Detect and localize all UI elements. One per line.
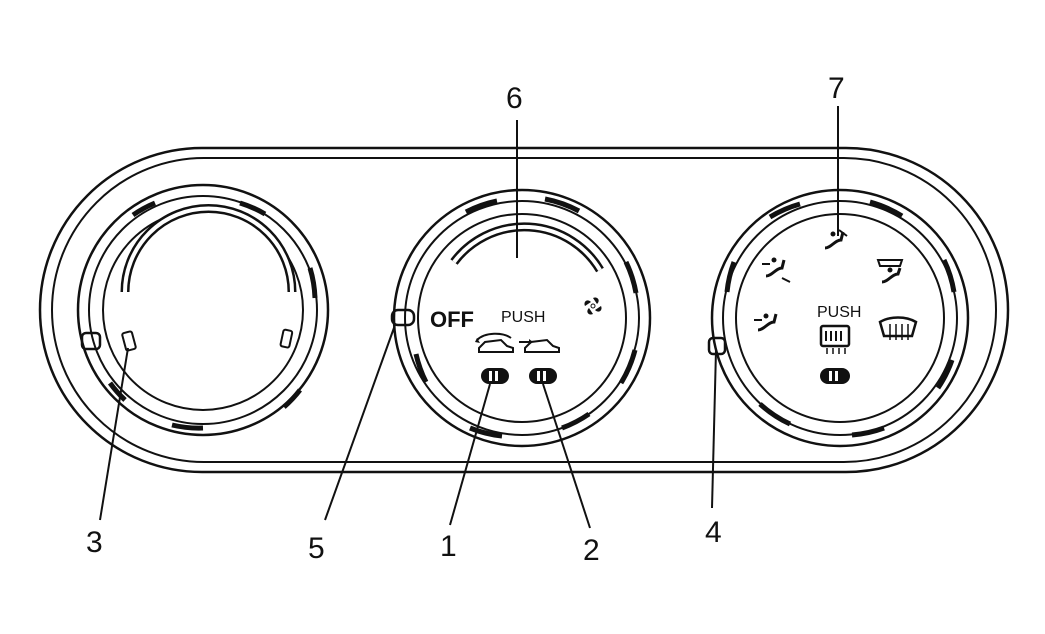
left-knob-pointer xyxy=(80,331,102,351)
fresh-air-icon xyxy=(519,338,560,353)
callout-4: 4 xyxy=(705,516,722,549)
center-knob: OFF PUSH xyxy=(390,188,652,448)
right-push-label: PUSH xyxy=(817,304,861,321)
center-push-label: PUSH xyxy=(501,309,545,326)
left-knob xyxy=(76,183,330,437)
recirculation-icon xyxy=(475,332,514,353)
center-knob-grips xyxy=(413,196,639,439)
callout-5: 5 xyxy=(308,532,325,565)
callout-3: 3 xyxy=(86,526,103,559)
fresh-air-indicator xyxy=(529,368,557,384)
recirculation-indicator xyxy=(481,368,509,384)
panel-bezel xyxy=(38,146,1010,474)
rear-defrost-icon xyxy=(819,324,851,354)
callout-1: 1 xyxy=(440,530,457,563)
callout-2: 2 xyxy=(583,534,600,567)
right-knob: PUSH xyxy=(707,188,970,448)
windshield-defrost-icon xyxy=(878,316,918,340)
off-label: OFF xyxy=(430,307,474,332)
left-knob-grips xyxy=(107,200,318,431)
callout-6: 6 xyxy=(506,82,523,115)
left-knob-marker xyxy=(279,328,294,349)
right-knob-grips xyxy=(724,199,957,438)
vent-floor-icon xyxy=(824,229,848,250)
center-knob-arc xyxy=(450,222,604,273)
center-knob-pointer xyxy=(390,308,416,327)
left-knob-indicator xyxy=(121,330,137,352)
rear-defrost-indicator xyxy=(820,368,850,384)
callout-7: 7 xyxy=(828,72,845,105)
right-knob-pointer xyxy=(707,336,727,356)
left-knob-arc xyxy=(120,204,297,293)
fan-icon xyxy=(584,297,602,315)
vent-bilevel-icon xyxy=(762,257,791,283)
callout-numbers: 6 7 3 5 1 2 4 xyxy=(86,72,845,567)
vent-floor-defrost-icon xyxy=(876,259,904,284)
vent-face-icon xyxy=(754,313,778,332)
callout-leaders xyxy=(99,106,839,529)
